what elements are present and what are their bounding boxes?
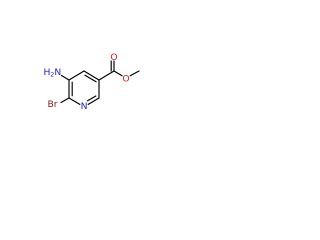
ring-bond-c2-n1: [87, 97, 100, 105]
ring-bond-c4-c3-inner: [84, 74, 97, 83]
ring-bond-n1-c6: [68, 97, 81, 105]
molecule-structure: H2N Br N O O: [44, 52, 140, 112]
carbonyl-oxygen-label: O: [110, 52, 117, 63]
structure-diagram: H2N Br N O O: [0, 0, 152, 152]
bond-c5-nh2: [60, 74, 70, 81]
bromine-label: Br: [48, 99, 58, 110]
ring-bond-c5-c4: [68, 70, 85, 81]
ring-nitrogen-label: N: [81, 101, 88, 112]
bond-ester-oxygen: [113, 70, 123, 77]
bond-c3-ester-carbon: [98, 70, 115, 81]
bond-c6-br: [60, 97, 70, 104]
amino-subscript-label: 2: [50, 71, 54, 78]
amino-n-label: N: [54, 67, 61, 78]
ring-bond-c2-n1-inner: [87, 95, 97, 102]
ring-bond-c4-c3: [83, 70, 100, 81]
amino-h-label: H: [44, 67, 51, 78]
bond-oxygen-methyl: [129, 70, 140, 77]
amino-group-label: H2N: [44, 67, 62, 79]
ether-oxygen-label: O: [122, 74, 129, 85]
